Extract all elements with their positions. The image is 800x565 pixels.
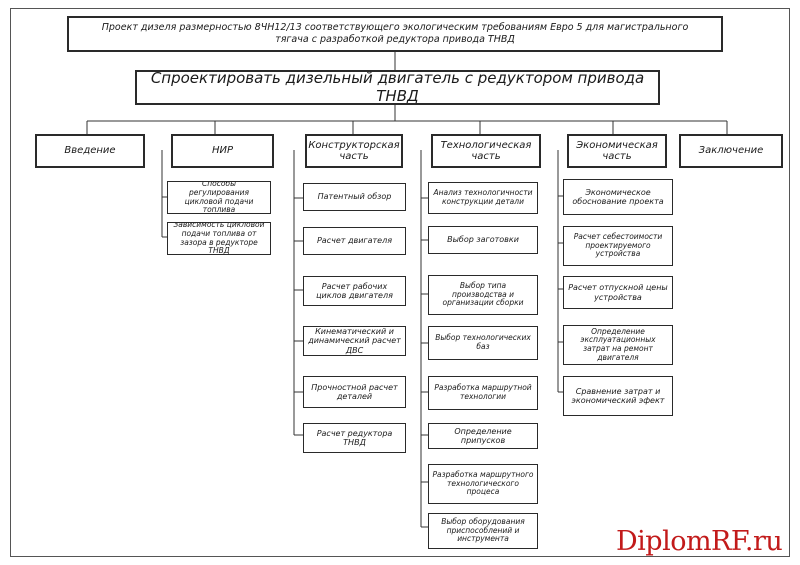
research-item-2: Зависимость цикловой подачи топлива от з… [167,222,271,255]
design-item-6: Расчет редуктора ТНВД [303,423,406,453]
watermark: DiplomRF.ru [616,526,783,557]
economics-item-2: Расчет себестоимости проектируемого устр… [563,226,673,266]
technology-item-4: Выбор технологических баз [428,326,538,360]
research-item-1: Способы регулирования цикловой подачи то… [167,181,271,214]
column-intro: Введение [35,134,145,168]
design-item-4: Кинематический и динамический расчет ДВС [303,326,406,356]
technology-item-6: Определение припусков [428,423,538,449]
column-research: НИР [171,134,274,168]
technology-item-8: Выбор оборудования приспособлений и инст… [428,513,538,549]
column-design: Конструкторская часть [305,134,403,168]
project-header: Проект дизеля размерностью 8ЧН12/13 соот… [67,16,723,52]
technology-item-1: Анализ технологичности конструкции детал… [428,182,538,214]
project-title: Спроектировать дизельный двигатель с ред… [135,70,660,105]
economics-item-5: Сравнение затрат и экономический эфект [563,376,673,416]
design-item-2: Расчет двигателя [303,227,406,255]
design-item-5: Прочностной расчет деталей [303,376,406,408]
economics-item-3: Расчет отпускной цены устройства [563,276,673,309]
column-economics: Экономическая часть [567,134,667,168]
technology-item-3: Выбор типа производства и организации сб… [428,275,538,315]
drawing-frame [10,8,790,557]
column-technology: Технологическая часть [431,134,541,168]
technology-item-5: Разработка маршрутной технологии [428,376,538,410]
design-item-3: Расчет рабочих циклов двигателя [303,276,406,306]
project-header-line-2: тягача с разработкой редуктора привода Т… [275,34,515,45]
technology-item-7: Разработка маршрутного технологического … [428,464,538,504]
project-header-line-1: Проект дизеля размерностью 8ЧН12/13 соот… [101,21,689,33]
economics-item-1: Экономическое обоснование проекта [563,179,673,215]
technology-item-2: Выбор заготовки [428,226,538,254]
design-item-1: Патентный обзор [303,183,406,211]
economics-item-4: Определение эксплуатационных затрат на р… [563,325,673,365]
column-conclusion: Заключение [679,134,783,168]
